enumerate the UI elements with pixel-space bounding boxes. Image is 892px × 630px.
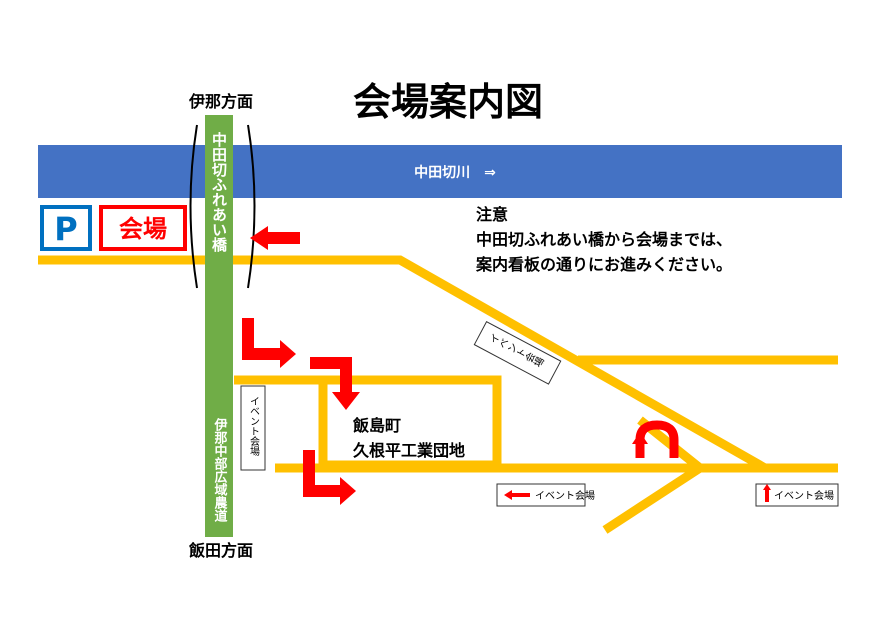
map-title: 会場案内図: [353, 80, 543, 124]
route-arrows: [242, 226, 360, 505]
guide-sign-a: イベント会場: [240, 385, 266, 471]
road-network: [38, 255, 838, 534]
guide-sign-c-text: イベント会場: [535, 489, 595, 502]
highway-label: 伊那中部広域農道: [212, 417, 229, 523]
bridge-bracket-left: [189, 124, 198, 289]
area-town-label: 飯島町: [352, 416, 401, 435]
venue-label-box: 会場: [99, 205, 187, 251]
arrow-down-right-1: [242, 318, 296, 368]
highway-road: [205, 115, 233, 537]
bridge-bracket-right: [247, 124, 256, 289]
u-turn-arrow-tip: [632, 432, 648, 444]
arrow-right-down-2: [310, 357, 360, 410]
river-label: 中田切川 ⇒: [414, 164, 496, 181]
area-industrial-park-label: 久根平工業団地: [353, 441, 465, 460]
notice-heading: 注意: [476, 205, 508, 224]
notice-line-1: 中田切ふれあい橋から会場までは、: [476, 230, 732, 249]
guide-sign-a-text: イベント会場: [248, 396, 260, 457]
guide-sign-c: イベント会場: [496, 483, 595, 507]
river: [38, 145, 842, 198]
parking-icon: P: [40, 205, 92, 251]
arrow-left-at-bridge: [250, 226, 300, 250]
venue-label: 会場: [119, 215, 167, 243]
guide-sign-d-text: イベント会場: [774, 489, 834, 502]
direction-south-label: 飯田方面: [188, 541, 253, 560]
parking-icon-text: P: [54, 210, 77, 248]
notice-line-2: 案内看板の通りにお進みください。: [475, 255, 732, 274]
arrow-down-right-3: [303, 450, 356, 505]
guide-sign-d: イベント会場: [755, 483, 839, 507]
bridge-label: 中田切ふれあい橋: [210, 131, 228, 253]
direction-north-label: 伊那方面: [188, 92, 253, 111]
road-upper-main: [38, 255, 768, 472]
road-arrow-head: [602, 416, 708, 534]
